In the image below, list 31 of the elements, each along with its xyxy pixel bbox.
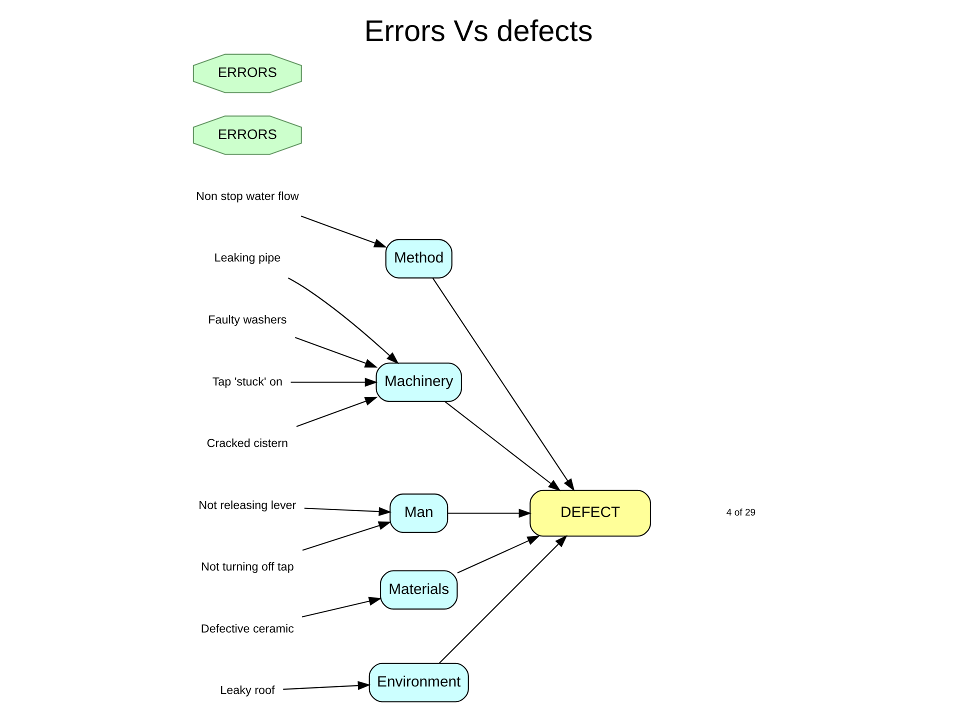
node-text: Tap 'stuck' on	[212, 375, 282, 388]
arrow	[444, 401, 560, 492]
node-box: Machinery	[375, 362, 462, 402]
node-box: DEFECT	[529, 490, 650, 537]
arrow	[294, 337, 378, 368]
arrow	[290, 378, 378, 387]
node-box: Environment	[368, 662, 468, 702]
arrow	[302, 521, 391, 551]
node-box: Materials	[380, 570, 458, 610]
arrow	[432, 278, 574, 492]
arrow	[456, 536, 540, 574]
node-text: Faulty washers	[208, 313, 286, 326]
node-text: Cracked cistern	[206, 437, 288, 450]
arrow	[438, 535, 567, 664]
arrow	[282, 681, 370, 690]
diagram-title: Errors Vs defects	[364, 14, 592, 48]
node-box: Man	[389, 494, 448, 533]
node-box: Method	[384, 239, 452, 278]
arrow	[296, 396, 378, 427]
node-text: Not turning off tap	[200, 560, 294, 574]
arrow	[447, 508, 532, 518]
arrow	[301, 596, 382, 618]
node-text: Leaky roof	[220, 684, 274, 698]
arrow	[304, 507, 392, 516]
node-text: Not releasing lever	[198, 498, 296, 512]
node-text: Defective ceramic	[200, 622, 294, 636]
arrow	[288, 278, 398, 364]
arrow	[300, 216, 386, 248]
node-text: Leaking pipe	[214, 252, 280, 265]
label: 4 of 29	[726, 508, 756, 519]
node-text: Non stop water flow	[196, 190, 298, 203]
